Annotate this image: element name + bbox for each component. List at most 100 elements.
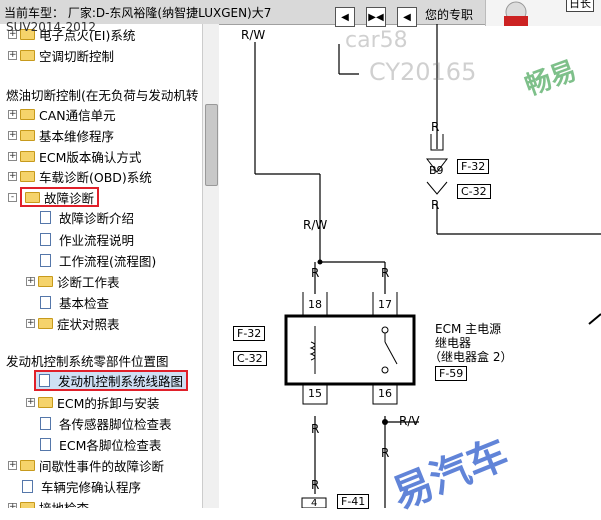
wire-label: R [311, 478, 320, 492]
relay-box [284, 314, 416, 386]
folder-icon [20, 459, 35, 471]
connector-tag: F-41 [337, 494, 370, 509]
folder-icon [38, 317, 53, 329]
tree-item[interactable]: +接地检查 [8, 497, 89, 508]
mascot-icon [504, 1, 528, 26]
relay-coil-icon [309, 341, 316, 361]
tree-item[interactable]: 工作流程(流程图) [40, 250, 156, 270]
document-icon [40, 437, 51, 451]
relay-switch-icon [384, 341, 398, 365]
profile-label: 您的专职 [425, 8, 474, 22]
tree-item[interactable]: 发动机控制系统零部件位置图 [6, 353, 169, 369]
folder-icon [20, 501, 35, 508]
expand-icon[interactable]: + [8, 28, 17, 39]
tree-item[interactable]: +ECM版本确认方式 [8, 149, 142, 165]
folder-icon [38, 396, 53, 408]
vehicle-sub-label: SUV2014-2012 [6, 20, 97, 34]
tree-item[interactable]: ECM各脚位检查表 [40, 434, 161, 454]
tree-item-wiring-diagram[interactable]: 发动机控制系统线路图 [34, 369, 189, 391]
first-page-icon: ◀ [341, 11, 349, 23]
title-bar: 当前车型： 厂家:D-东风裕隆(纳智捷LUXGEN)大7 ◀ ▶◀ ◀ 您的专职… [0, 0, 601, 27]
wire-label: R/W [303, 218, 328, 232]
relay-name: ECM 主电源 [435, 322, 502, 336]
expand-icon[interactable]: + [8, 170, 17, 181]
scrollbar-thumb[interactable] [205, 104, 218, 186]
prev-page-button[interactable]: ◀ [397, 7, 417, 27]
document-icon [40, 295, 51, 309]
expand-icon[interactable]: + [26, 396, 35, 407]
pin-label: 4 [311, 498, 318, 509]
folder-icon [25, 191, 40, 203]
wire-label: R [431, 198, 440, 212]
diagram-svg [254, 24, 601, 508]
tree-item[interactable]: 作业流程说明 [40, 229, 134, 249]
connector-tag: F-32 [233, 326, 266, 341]
document-icon [40, 210, 51, 224]
expand-icon[interactable]: + [8, 150, 17, 161]
wire-label: R [311, 422, 320, 436]
pin-label: 18 [308, 298, 322, 311]
tree-item-fault-diagnosis[interactable]: - 故障诊断 [8, 187, 100, 207]
wire-label: R [381, 446, 390, 460]
mascot-label: 日长 [566, 0, 594, 12]
expand-icon[interactable]: + [8, 108, 17, 119]
tree-item[interactable]: +电子点火(EI)系统 [8, 27, 136, 43]
expand-icon[interactable]: + [8, 129, 17, 140]
collapse-icon[interactable]: - [8, 192, 17, 202]
wire-label: R [381, 266, 390, 280]
document-icon [40, 232, 51, 246]
tree-item[interactable]: 各传感器脚位检查表 [40, 413, 172, 433]
tree-item[interactable]: +症状对照表 [26, 316, 120, 332]
wiring-diagram: car58 CY20165 畅易 易汽车 R/W R/W R R R R R R… [219, 24, 601, 519]
wire-label: R/W [241, 28, 266, 42]
fit-button[interactable]: ▶◀ [366, 7, 386, 27]
connector-tag: C-32 [457, 184, 491, 199]
expand-icon[interactable]: + [26, 317, 35, 328]
wire-label: R [311, 266, 320, 280]
expand-icon[interactable]: + [8, 49, 17, 60]
tree-item[interactable]: +ECM的拆卸与安装 [26, 395, 160, 411]
tree-item[interactable]: +基本维修程序 [8, 128, 115, 144]
document-icon [39, 373, 50, 387]
folder-icon [20, 129, 35, 141]
selected-highlight: 发动机控制系统线路图 [34, 369, 189, 391]
expand-icon[interactable]: + [8, 459, 17, 470]
fit-icon: ▶◀ [368, 11, 384, 23]
wire-label: R/V [399, 414, 420, 428]
tree-item[interactable]: 故障诊断介绍 [40, 207, 134, 227]
pin-label: 16 [378, 387, 392, 400]
tree-item[interactable]: +车载诊断(OBD)系统 [8, 169, 152, 185]
first-page-button[interactable]: ◀ [335, 7, 355, 27]
tree-item[interactable]: 车辆完修确认程序 [22, 476, 141, 496]
folder-icon [20, 170, 35, 182]
tree-item[interactable]: +CAN通信单元 [8, 107, 116, 123]
tree-item[interactable]: +诊断工作表 [26, 274, 120, 290]
expand-icon[interactable]: + [8, 502, 17, 508]
folder-icon [20, 49, 35, 61]
tree-scrollbar[interactable] [202, 24, 219, 508]
tree-panel: +电子点火(EI)系统 +空调切断控制 燃油切断控制(在无负荷与发动机转 +CA… [0, 24, 219, 508]
vehicle-label: 当前车型： 厂家:D-东风裕隆(纳智捷LUXGEN)大7 [4, 6, 272, 20]
connector-tag: F-32 [457, 159, 490, 174]
wire-label: R [431, 120, 440, 134]
relay-location: （继电器盒 2） [429, 350, 513, 364]
folder-icon [20, 28, 35, 40]
pin-label: 17 [378, 298, 392, 311]
tree-item[interactable]: 基本检查 [40, 292, 109, 312]
expand-icon[interactable]: + [26, 275, 35, 286]
folder-icon [38, 275, 53, 287]
document-icon [40, 253, 51, 267]
tree-item[interactable]: +间歇性事件的故障诊断 [8, 458, 165, 474]
relay-name: 继电器 [435, 336, 472, 350]
tree-item[interactable]: +空调切断控制 [8, 48, 115, 64]
connector-label: B9 [429, 164, 444, 177]
tree-item[interactable]: 燃油切断控制(在无负荷与发动机转 [6, 87, 199, 103]
document-icon [22, 479, 33, 493]
pin-label: 15 [308, 387, 322, 400]
highlight-box: 故障诊断 [20, 187, 100, 207]
prev-page-icon: ◀ [403, 11, 411, 23]
document-icon [40, 416, 51, 430]
folder-icon [20, 150, 35, 162]
connector-tag: C-32 [233, 351, 267, 366]
connector-tag: F-59 [435, 366, 468, 381]
